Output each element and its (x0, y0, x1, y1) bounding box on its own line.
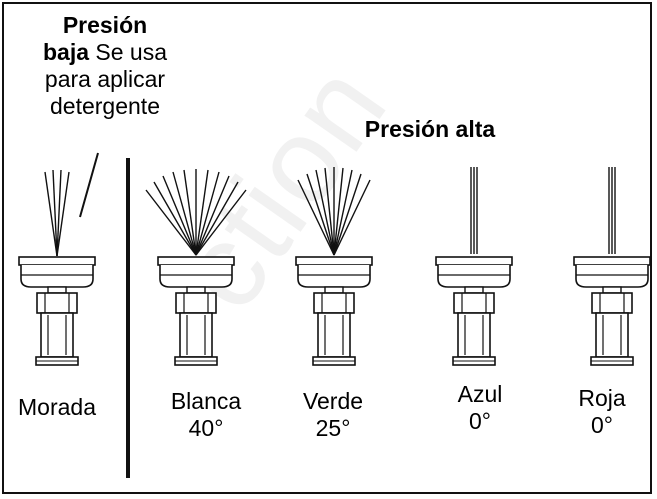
diagram-frame (2, 2, 652, 494)
nozzle-label-azul: Azul 0° (425, 381, 535, 435)
nozzle-angle: 0° (591, 412, 613, 438)
nozzle-label-blanca: Blanca 40° (151, 388, 261, 442)
nozzle-morada (18, 256, 96, 366)
high-pressure-title: Presión alta (364, 116, 496, 142)
nozzle-angle: 25° (315, 415, 351, 441)
spray-blanca (145, 169, 247, 256)
spray-verde (297, 167, 371, 256)
nozzle-label-morada: Morada (2, 394, 112, 421)
nozzle-name: Azul (457, 381, 503, 407)
spray-roja (608, 167, 616, 254)
low-pressure-line-3: detergente (50, 93, 160, 119)
nozzle-label-roja: Roja 0° (547, 385, 657, 439)
nozzle-roja (573, 256, 651, 366)
pointer-line (79, 152, 99, 218)
low-pressure-line-2: para aplicar (44, 66, 166, 92)
nozzle-name: Roja (578, 385, 626, 411)
nozzle-label-verde: Verde 25° (278, 388, 388, 442)
nozzle-name: Morada (18, 394, 96, 420)
low-pressure-title-2: baja (42, 39, 90, 65)
nozzle-verde (295, 256, 373, 366)
low-pressure-caption: Presión baja Se usa para aplicar deterge… (12, 12, 198, 120)
nozzle-azul (435, 256, 513, 366)
nozzle-blanca (157, 256, 235, 366)
spray-morada (44, 169, 70, 257)
nozzle-angle: 0° (469, 408, 491, 434)
nozzle-angle: 40° (188, 415, 224, 441)
nozzle-name: Blanca (170, 388, 242, 414)
spray-azul (470, 167, 478, 254)
low-pressure-title: Presión (62, 12, 148, 38)
low-pressure-line-1: Se usa (89, 39, 168, 65)
nozzle-name: Verde (302, 388, 364, 414)
